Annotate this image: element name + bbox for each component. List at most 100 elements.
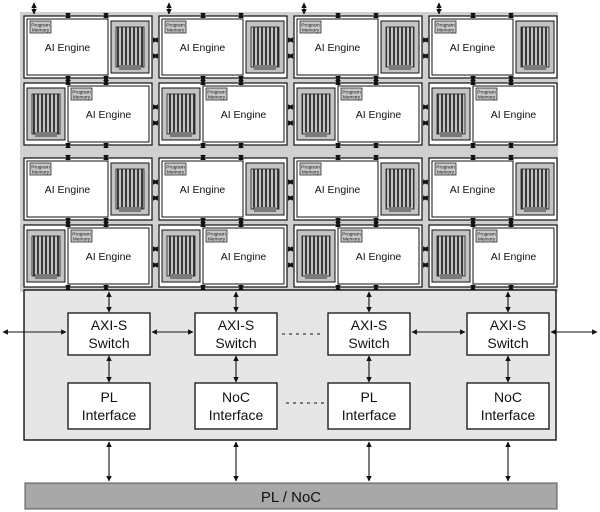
program-memory-label: Program <box>207 90 225 96</box>
data-memory-array <box>520 168 550 210</box>
program-memory-label: Memory <box>302 28 320 34</box>
program-memory-label: Program <box>436 23 454 29</box>
ai-engine-label: AI Engine <box>86 109 132 121</box>
ai-engine-label: AI Engine <box>221 109 267 121</box>
program-memory <box>29 162 52 176</box>
ai-engine-label: AI Engine <box>450 42 496 54</box>
axi-s-switch-label: Switch <box>88 335 129 351</box>
program-memory-label: Memory <box>208 237 226 243</box>
data-memory-array <box>115 168 145 210</box>
program-memory-label: Program <box>31 23 49 29</box>
axi-s-switch-box <box>466 312 550 356</box>
program-memory-label: Memory <box>343 95 361 101</box>
ai-engine-label: AI Engine <box>356 109 402 121</box>
memory-interface-strip <box>35 132 57 137</box>
data-memory-array <box>31 93 61 135</box>
program-memory <box>164 20 187 34</box>
program-memory <box>205 87 228 101</box>
program-memory-label: Memory <box>208 95 226 101</box>
program-memory-label: Memory <box>437 170 455 176</box>
interface-label: Interface <box>342 407 397 423</box>
program-memory-label: Program <box>72 90 90 96</box>
program-memory <box>299 162 322 176</box>
data-memory-array <box>385 168 415 210</box>
program-memory <box>475 87 498 101</box>
program-memory-label: Program <box>301 23 319 29</box>
program-memory <box>29 20 52 34</box>
interface-box <box>67 382 151 430</box>
ai-engine-label: AI Engine <box>45 42 91 54</box>
program-memory-label: Program <box>436 165 454 171</box>
ai-engine-label: AI Engine <box>86 251 132 263</box>
memory-interface-strip <box>389 207 411 212</box>
program-memory <box>299 20 322 34</box>
ai-engine-label: AI Engine <box>356 251 402 263</box>
data-memory-array <box>250 26 280 68</box>
memory-interface-strip <box>524 65 546 70</box>
program-memory-label: Memory <box>73 95 91 101</box>
program-memory <box>70 229 93 243</box>
axi-s-switch-box <box>327 312 411 356</box>
program-memory <box>205 229 228 243</box>
data-memory-array <box>436 93 466 135</box>
pl-noc-label: PL / NoC <box>261 489 321 506</box>
data-memory-array <box>385 26 415 68</box>
program-memory <box>434 20 457 34</box>
data-memory-array <box>166 235 196 277</box>
axi-s-switch-label: Switch <box>487 335 528 351</box>
memory-interface-strip <box>524 207 546 212</box>
memory-interface-strip <box>119 65 141 70</box>
axi-s-switch-label: Switch <box>348 335 389 351</box>
interface-label: PL <box>100 389 117 405</box>
program-memory-label: Program <box>72 232 90 238</box>
axi-s-switch-box <box>67 312 151 356</box>
program-memory-label: Program <box>207 232 225 238</box>
interface-box <box>194 382 278 430</box>
axi-s-switch-label: AXI-S <box>351 317 388 333</box>
interface-tiles: AXI-SSwitchPLInterfaceAXI-SSwitchNoCInte… <box>2 291 598 482</box>
data-memory-array <box>301 235 331 277</box>
interface-label: Interface <box>481 407 536 423</box>
program-memory-label: Memory <box>437 28 455 34</box>
program-memory-label: Program <box>342 90 360 96</box>
ai-engine-label: AI Engine <box>180 42 226 54</box>
program-memory-label: Program <box>477 90 495 96</box>
data-memory-array <box>115 26 145 68</box>
ai-engine-label: AI Engine <box>315 184 361 196</box>
interface-label: NoC <box>222 389 250 405</box>
program-memory <box>70 87 93 101</box>
program-memory <box>434 162 457 176</box>
program-memory <box>164 162 187 176</box>
program-memory-label: Memory <box>478 95 496 101</box>
memory-interface-strip <box>254 65 276 70</box>
ai-engine-label: AI Engine <box>315 42 361 54</box>
program-memory-label: Program <box>166 165 184 171</box>
data-memory-array <box>250 168 280 210</box>
axi-s-switch-label: Switch <box>215 335 256 351</box>
program-memory-label: Memory <box>302 170 320 176</box>
program-memory-label: Program <box>31 165 49 171</box>
program-memory-label: Memory <box>167 170 185 176</box>
axi-s-switch-label: AXI-S <box>218 317 255 333</box>
memory-interface-strip <box>170 274 192 279</box>
interface-label: Interface <box>82 407 137 423</box>
program-memory-label: Program <box>342 232 360 238</box>
memory-interface-strip <box>305 132 327 137</box>
